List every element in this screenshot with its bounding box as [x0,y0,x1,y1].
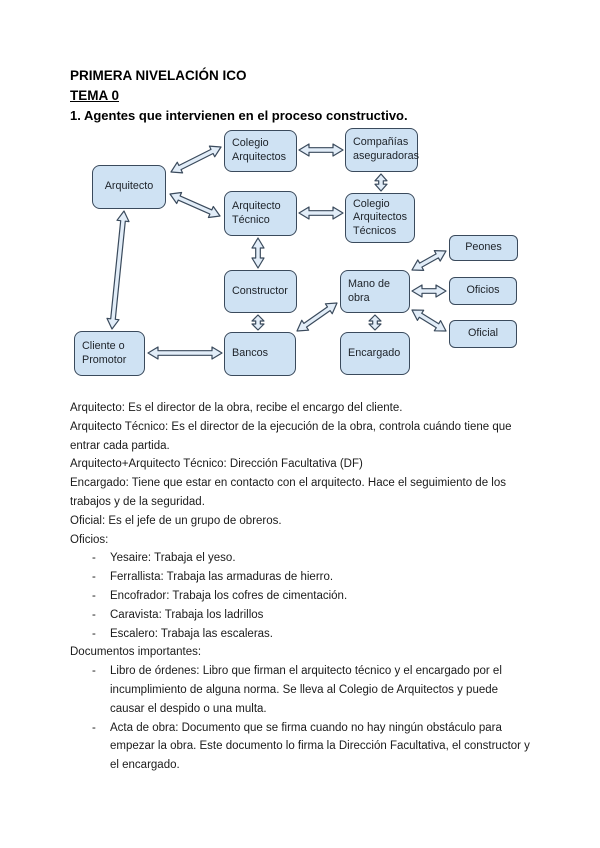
bullet-dash: - [92,627,96,640]
double-arrow-cliente-promotor--bancos [147,346,223,360]
double-arrow-constructor--bancos [251,314,265,331]
bullet-dash: - [92,721,96,734]
paragraph: Encargado: Tiene que estar en contacto c… [70,474,532,512]
text-content: Oficial: Es el jefe de un grupo de obrer… [70,514,282,527]
double-arrow-arquitecto--colegio-arquitectos [170,145,222,174]
text-content: Encofrador: Trabaja los cofres de ciment… [110,589,348,602]
paragraph: Arquitecto+Arquitecto Técnico: Dirección… [70,455,532,474]
diagram-box-label: Arquitectos [353,211,408,224]
diagram-box-oficial: Oficial [449,320,517,348]
diagram-box-label: obra [348,291,370,304]
text-content: Encargado: Tiene que estar en contacto c… [70,477,506,508]
text-content: Arquitecto Técnico: Es el director de la… [70,420,512,452]
diagram-box-label: Colegio [232,137,269,150]
text-content: Libro de órdenes: Libro que firman el ar… [110,665,502,715]
diagram-box-peones: Peones [449,235,518,261]
diagram-box-label: Promotor [82,353,127,366]
bullet-item: - Encofrador: Trabaja los cofres de cimen… [92,587,532,606]
diagram-box-label: aseguradoras [353,150,420,162]
bullet-dash: - [92,665,96,678]
double-arrow-mano-de-obra--peones [411,250,447,271]
diagram-box-encargado: Encargado [340,332,410,375]
body-text: Arquitecto: Es el director de la obra, r… [70,399,532,775]
diagram-box-oficios: Oficios [449,277,517,305]
bullet-item: - Caravista: Trabaja los ladrillos [92,606,532,625]
diagram-box-bancos: Bancos [224,332,296,376]
diagram-box-label: Técnicos [353,224,397,237]
bullet-dash: - [92,552,96,565]
page-title: PRIMERA NIVELACIÓN ICO [70,68,247,83]
text-content: Arquitecto: Es el director de la obra, r… [70,402,403,414]
double-arrow-bancos--mano-de-obra [296,302,338,332]
double-arrow-companias-aseguradoras--colegio-arquitectos-tecnicos [374,173,388,192]
double-arrow-mano-de-obra--encargado [368,314,382,331]
bullet-dash: - [92,589,96,602]
diagram-box-label: Arquitectos [232,151,287,163]
double-arrow-mano-de-obra--oficios [411,284,447,298]
section-heading: 1. Agentes que intervienen en el proceso… [70,108,408,123]
document-headings: PRIMERA NIVELACIÓN ICO TEMA 0 1. Agentes… [70,66,540,126]
text-content: Oficios: [70,533,109,546]
diagram-box-constructor: Constructor [224,270,297,313]
diagram-box-label: Técnico [232,213,270,226]
diagram-box-label: Colegio [353,197,390,210]
paragraph: Arquitecto Técnico: Es el director de la… [70,418,532,456]
bullet-dash: - [92,571,96,584]
bullet-item: - Ferrallista: Trabaja las armaduras de h… [92,568,532,587]
text-content: Escalero: Trabaja las escaleras. [110,627,273,640]
text-content: Yesaire: Trabaja el yeso. [110,552,236,565]
diagram-box-label: Arquitecto [232,199,281,212]
bullet-item: - Yesaire: Trabaja el yeso. [92,549,532,568]
double-arrow-arquitecto-tecnico--constructor [251,237,265,269]
bullet-item: - Libro de órdenes: Libro que firman el a… [92,662,532,718]
diagram-box-label: Bancos [232,347,269,360]
text-content: Arquitecto+Arquitecto Técnico: Dirección… [70,458,363,471]
diagram-box-label: Cliente o [82,339,125,352]
diagram-box-label: Constructor [232,284,288,297]
diagram-box-label: Peones [465,241,502,254]
diagram-box-label: Oficios [466,284,500,297]
bullet-item: - Acta de obra: Documento que se firma cu… [92,719,532,775]
diagram-box-label: Compañías [353,136,409,149]
diagram-box-arquitecto: Arquitecto [92,165,166,209]
diagram-box-label: Mano de [348,277,391,290]
paragraph: Documentos importantes: [70,643,532,662]
double-arrow-colegio-arquitectos--companias-aseguradoras [298,143,344,157]
diagram-box-label: Arquitecto [104,180,154,193]
double-arrow-arquitecto--cliente-promotor [106,210,130,330]
text-content: Ferrallista: Trabaja las armaduras de hi… [110,571,334,584]
page-subtitle: TEMA 0 [70,88,120,103]
text-content: Acta de obra: Documento que se firma cua… [110,721,530,772]
double-arrow-arquitecto-tecnico--colegio-arquitectos-tecnicos [298,206,344,220]
double-arrow-arquitecto--arquitecto-tecnico [169,191,221,219]
bullet-dash: - [92,608,96,621]
diagram-box-label: Oficial [468,327,498,340]
paragraph: Oficios: [70,531,532,550]
diagram-box-label: Encargado [348,346,401,359]
paragraph: Arquitecto: Es el director de la obra, r… [70,399,532,418]
double-arrow-mano-de-obra--oficial [411,309,447,332]
paragraph: Oficial: Es el jefe de un grupo de obrer… [70,512,532,531]
text-content: Caravista: Trabaja los ladrillos [110,608,264,621]
bullet-item: - Escalero: Trabaja las escaleras. [92,625,532,644]
text-content: Documentos importantes: [70,646,202,659]
